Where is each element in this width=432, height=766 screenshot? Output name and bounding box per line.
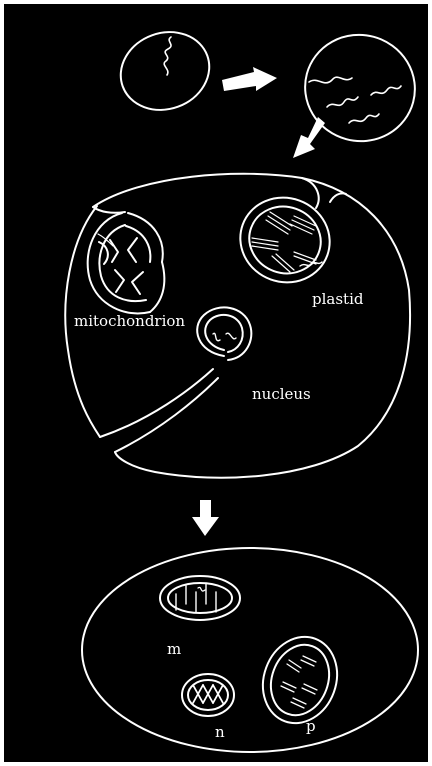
label-plastid: plastid bbox=[312, 290, 364, 308]
label-mitochondrion: mitochondrion bbox=[74, 312, 185, 330]
label-n: n bbox=[215, 723, 225, 741]
label-nucleus: nucleus bbox=[252, 385, 311, 403]
label-m: m bbox=[167, 640, 181, 658]
diagram-background bbox=[4, 4, 428, 762]
label-p: p bbox=[306, 717, 316, 735]
